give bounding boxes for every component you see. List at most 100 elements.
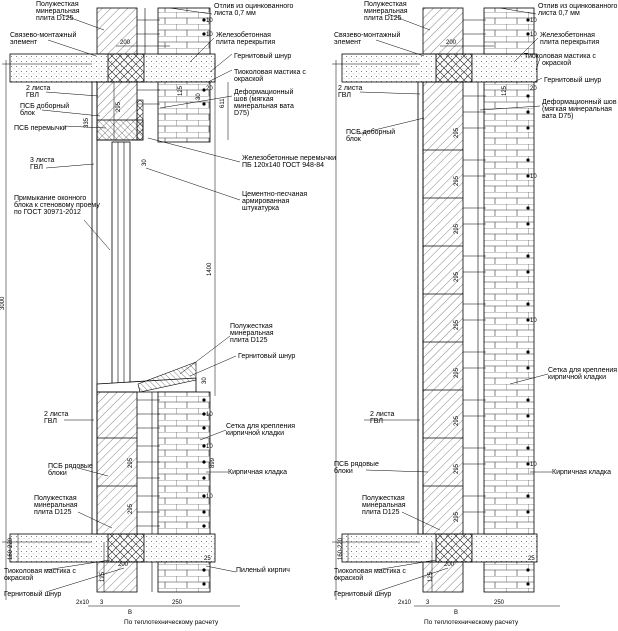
left-dim-125-top: 125 — [178, 85, 184, 96]
right-dim-295-4: 295 — [454, 271, 460, 282]
left-dim-295b: 295 — [128, 457, 134, 468]
left-bottom-note: По теплотехническому расчету — [124, 619, 219, 626]
right-dim-10-e: 10 — [530, 462, 537, 468]
right-dim-10-b: 10 — [530, 32, 537, 38]
left-lintel — [96, 119, 144, 141]
right-dim-20: 20 — [530, 86, 537, 92]
left-label-cord-mid: Гернитовый шнур — [238, 352, 295, 360]
right-label-psb-row-2: блоки — [334, 467, 353, 475]
left-dim-10-d: 10 — [206, 444, 213, 450]
right-dim-295-7: 295 — [454, 415, 460, 426]
right-dim-10-d: 10 — [530, 318, 537, 324]
left-label-def-3: минеральная вата — [234, 103, 294, 110]
right-dim-125-top: 125 — [502, 85, 508, 96]
right-label-insul-bot-3: плита D125 — [362, 509, 400, 516]
right-dim-2x10: 2x10 — [398, 600, 412, 606]
left-dim-611: 611 — [220, 98, 226, 108]
left-label-insul-top-1: Полужесткая — [36, 1, 79, 8]
right-label-mastic-2: окраской — [542, 59, 571, 67]
right-label-slab-1: Железобетонная — [540, 31, 595, 39]
right-section: Полужесткая минеральная плита D125 Связе… — [332, 1, 617, 626]
left-dim-20: 20 — [206, 86, 213, 92]
left-brick-lower — [157, 391, 211, 535]
left-label-flash-1: Отлив из оцинкованного — [214, 3, 293, 10]
right-label-insul-bot-1: Полужесткая — [362, 495, 405, 502]
left-dim-B: B — [128, 610, 132, 616]
left-dim-1400: 1400 — [207, 262, 213, 276]
right-label-insul-bot-2: минеральная — [362, 502, 406, 509]
left-label-mastic-b-2: окраской — [4, 574, 33, 582]
right-label-tie-2: элемент — [334, 39, 362, 46]
right-label-gvl2b-2: ГВЛ — [370, 418, 383, 425]
left-dim-2x10: 2x10 — [76, 600, 90, 606]
left-brick-upper — [157, 7, 211, 55]
left-section: Полужесткая минеральная плита D125 Связе… — [0, 1, 336, 626]
left-label-slab-1: Железобетонная — [216, 31, 271, 39]
right-dim-295-8: 295 — [454, 463, 460, 474]
right-label-mastic-1: Тиоколовая мастика с — [524, 53, 596, 60]
left-label-tie-2: элемент — [10, 39, 38, 46]
left-label-insul-mid-2: минеральная — [230, 330, 274, 337]
right-dim-10-a: 10 — [530, 18, 537, 24]
right-dim-25: 25 — [528, 556, 535, 562]
right-label-flash-2: листа 0,7 мм — [538, 10, 580, 17]
left-label-lintel-2: ПБ 120x140 ГОСТ 948-84 — [242, 162, 324, 169]
left-label-insul-mid-1: Полужесткая — [230, 323, 273, 330]
right-label-psb-add-2: блок — [346, 135, 362, 143]
left-dim-30c: 30 — [202, 377, 208, 384]
left-label-plaster-3: штукатурка — [242, 205, 279, 212]
left-dim-3: 3 — [100, 600, 104, 606]
left-dim-30b: 30 — [142, 159, 148, 166]
left-gvl-lining — [91, 81, 98, 535]
right-label-insul-top-3: плита D125 — [364, 15, 402, 22]
right-label-gvl2-2: ГВЛ — [338, 92, 351, 99]
right-dim-250: 250 — [494, 600, 505, 606]
left-psb-lower — [96, 391, 138, 535]
right-brick-leaf — [483, 81, 535, 535]
left-label-window-2: блока к стеновому проему — [14, 201, 100, 209]
left-label-gvl2-2: ГВЛ — [26, 92, 39, 99]
left-label-gvl3-2: ГВЛ — [30, 164, 43, 171]
right-label-psb-row-1: ПСБ рядовые — [334, 461, 379, 468]
left-label-insul-mid-3: плита D125 — [230, 337, 268, 344]
left-label-insul-bot-1: Полужесткая — [34, 495, 77, 502]
left-label-cord-top: Гернитовый шнур — [234, 52, 291, 60]
right-dim-295-1: 295 — [454, 127, 460, 138]
left-window-frame — [111, 141, 131, 385]
right-label-cord-top: Гернитовый шнур — [544, 76, 601, 84]
left-label-def-1: Деформационный — [234, 88, 293, 96]
left-label-insul-top-2: минеральная — [36, 8, 80, 15]
right-dim-125-bot: 125 — [428, 571, 434, 582]
right-label-slab-2: плита перекрытия — [540, 39, 599, 46]
right-dim-B: B — [454, 610, 458, 616]
left-dim-10-b: 10 — [206, 32, 213, 38]
right-label-insul-top-2: минеральная — [364, 8, 408, 15]
left-dim-250: 250 — [172, 600, 183, 606]
left-dim-25: 25 — [204, 556, 211, 562]
right-label-mastic-b-2: окраской — [334, 574, 363, 582]
left-dim-160: 160-220 — [8, 537, 14, 560]
left-label-window-1: Примыкание оконного — [14, 195, 86, 202]
left-label-slab-2: плита перекрытия — [216, 39, 275, 46]
left-label-insul-top-3: плита D125 — [36, 15, 74, 22]
left-label-mastic-b-1: Тиоколовая мастика с — [4, 568, 76, 575]
left-label-lintel-1: Железобетонные перемычки — [242, 154, 336, 162]
left-label-brick: Кирпичная кладка — [228, 469, 287, 476]
left-label-flash-2: листа 0,7 мм — [214, 10, 256, 17]
left-label-gvl2-1: 2 листа — [26, 85, 50, 92]
right-dim-295-5: 295 — [454, 319, 460, 330]
left-dim-10-e: 10 — [206, 494, 213, 500]
left-label-psb-row-2: блоки — [48, 469, 67, 477]
left-label-tie-1: Связево-монтажный — [10, 31, 77, 39]
right-label-gvl2b-1: 2 листа — [370, 411, 394, 418]
right-dim-200-bot: 200 — [444, 562, 455, 568]
right-dim-200-top: 200 — [446, 40, 457, 46]
right-dim-295-9: 295 — [454, 511, 460, 522]
right-label-tie-1: Связево-монтажный — [334, 31, 401, 39]
left-label-plaster-1: Цементно-песчаная — [242, 191, 307, 198]
left-dim-10-c: 10 — [206, 412, 213, 418]
left-label-gvl3-1: 3 листа — [30, 157, 54, 164]
right-dim-295-3: 295 — [454, 223, 460, 234]
left-label-psb-row-1: ПСБ рядовые — [48, 463, 93, 470]
